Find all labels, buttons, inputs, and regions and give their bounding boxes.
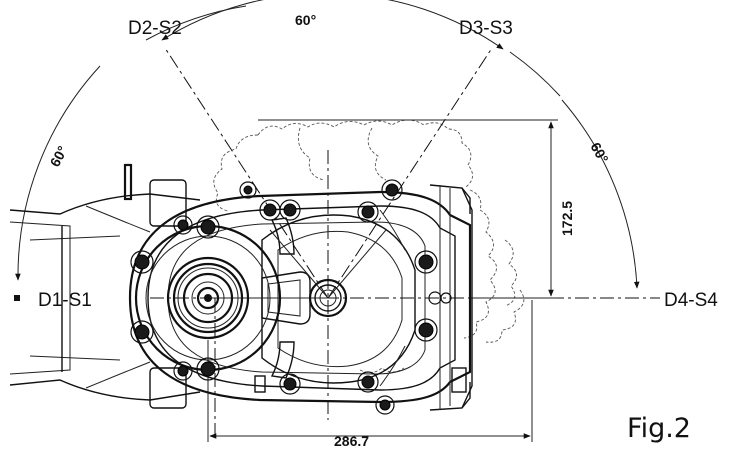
- wrist-housing: [128, 184, 473, 411]
- angle-left: 60°: [47, 143, 71, 169]
- motion-envelope: [213, 119, 525, 373]
- figure-label: Fig.2: [627, 413, 691, 444]
- dimension-width-label: 286.7: [334, 433, 369, 449]
- angle-right: 60°: [587, 140, 611, 166]
- rotation-arc: [15, 0, 640, 289]
- label-d1-s1: D1-S1: [38, 290, 92, 311]
- label-d2-s2: D2-S2: [128, 18, 182, 39]
- robot-arm: [9, 163, 201, 409]
- bolts: [130, 179, 452, 415]
- center-flange: [308, 278, 348, 318]
- dimension-lines: [207, 119, 558, 442]
- dimension-height-label: 172.5: [559, 201, 575, 236]
- label-d3-s3: D3-S3: [459, 18, 513, 39]
- angle-top: 60°: [295, 12, 316, 28]
- label-d4-s4: D4-S4: [664, 290, 718, 311]
